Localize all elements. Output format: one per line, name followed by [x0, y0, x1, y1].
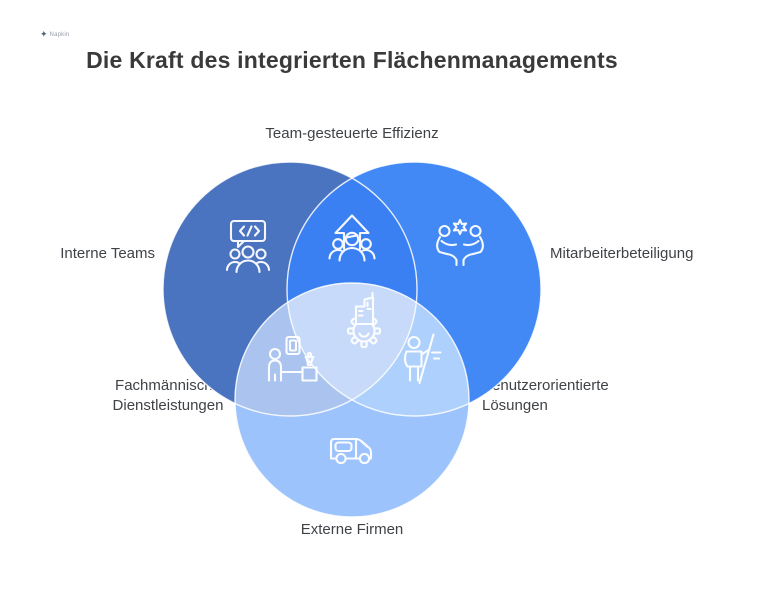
- team-growth-arrow-icon: [328, 214, 376, 262]
- label-right-bottom-overlap: Benutzerorientierte Lösungen: [482, 377, 609, 414]
- collaboration-star-icon: [436, 218, 484, 267]
- label-right-circle: Mitarbeiterbeteiligung: [550, 245, 694, 262]
- building-gear-icon: [346, 291, 382, 349]
- delivery-van-icon: [329, 437, 373, 465]
- watermark-text: Napkin: [49, 31, 70, 38]
- page-title: Die Kraft des integrierten Flächenmanage…: [86, 47, 618, 73]
- team-chat-code-icon: [225, 219, 271, 274]
- label-top-overlap: Team-gesteuerte Effizienz: [265, 125, 439, 142]
- person-display-award-icon: [267, 335, 318, 382]
- circle-outline-right: [286, 161, 542, 417]
- watermark-logo: ✦ Napkin: [40, 30, 69, 39]
- sparkle-icon: ✦: [40, 29, 48, 39]
- label-left-circle: Interne Teams: [60, 245, 155, 262]
- person-flag-icon: [403, 333, 442, 385]
- label-bottom-circle: Externe Firmen: [300, 521, 404, 538]
- circle-outline-left: [162, 161, 418, 417]
- circle-outline-bottom: [234, 282, 470, 518]
- label-left-bottom-overlap: Fachmännische Dienstleistungen: [112, 377, 224, 414]
